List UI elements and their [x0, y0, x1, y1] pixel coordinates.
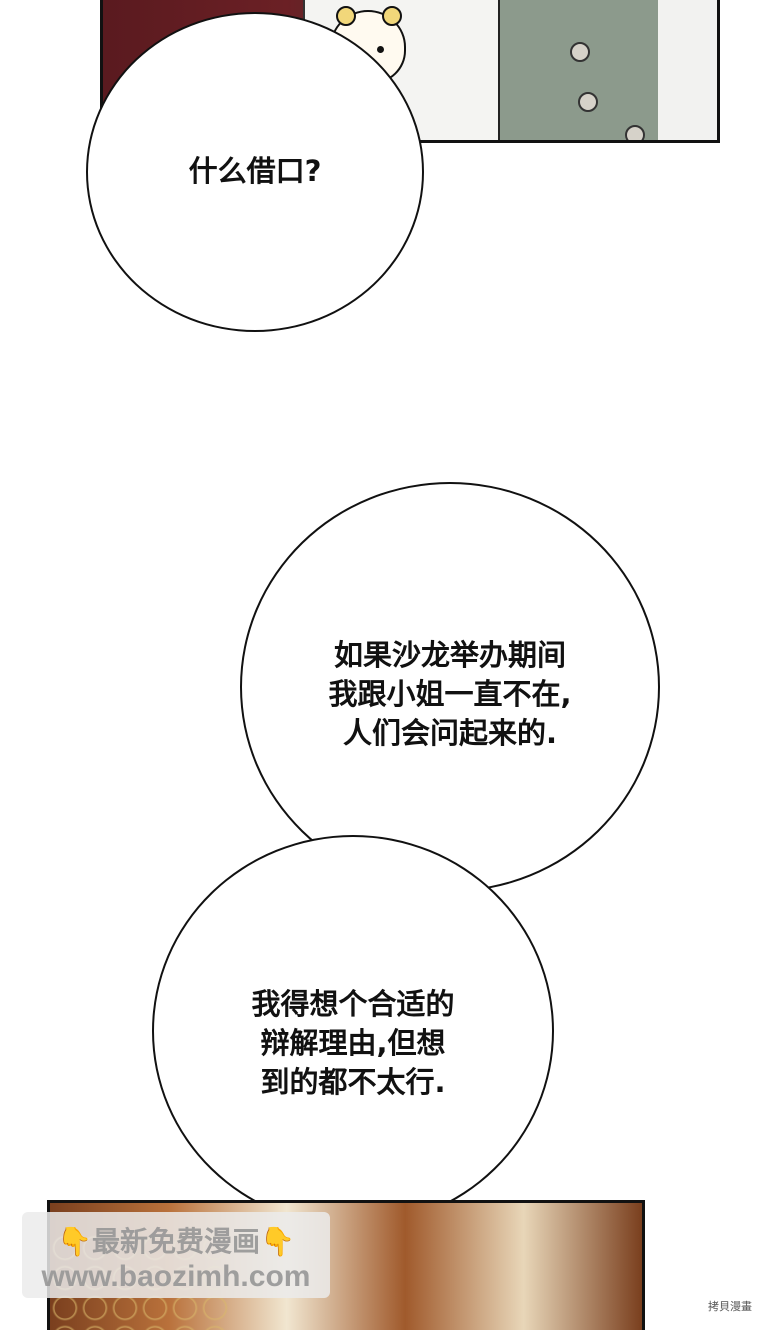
watermark-box: 👇最新免费漫画👇 www.baozimh.com [22, 1212, 330, 1298]
speech-bubble-1 [86, 12, 424, 332]
vest-button [578, 92, 598, 112]
watermark-title-text: 最新免费漫画 [91, 1225, 260, 1258]
watermark-title: 👇最新免费漫画👇 [22, 1220, 330, 1260]
white-coat-right [658, 0, 717, 140]
corner-watermark: 拷貝漫畫 [708, 1300, 752, 1313]
speech-bubble-2-text: 如果沙龙举办期间 我跟小姐一直不在, 人们会问起来的. [328, 638, 572, 750]
vest-button [625, 125, 645, 140]
chibi-eye [377, 46, 384, 53]
chibi-ear [382, 6, 402, 26]
pointing-down-hand-icon: 👇 [260, 1225, 295, 1258]
watermark-url: www.baozimh.com [41, 1260, 311, 1293]
pointing-down-hand-icon: 👇 [57, 1225, 92, 1258]
speech-bubble-3 [152, 835, 554, 1227]
vest-button [570, 42, 590, 62]
speech-bubble-1-text: 什么借口? [188, 154, 322, 188]
chibi-ear [336, 6, 356, 26]
speech-bubble-3-text: 我得想个合适的 辩解理由,但想 到的都不太行. [251, 987, 455, 1099]
green-vest [498, 0, 662, 140]
